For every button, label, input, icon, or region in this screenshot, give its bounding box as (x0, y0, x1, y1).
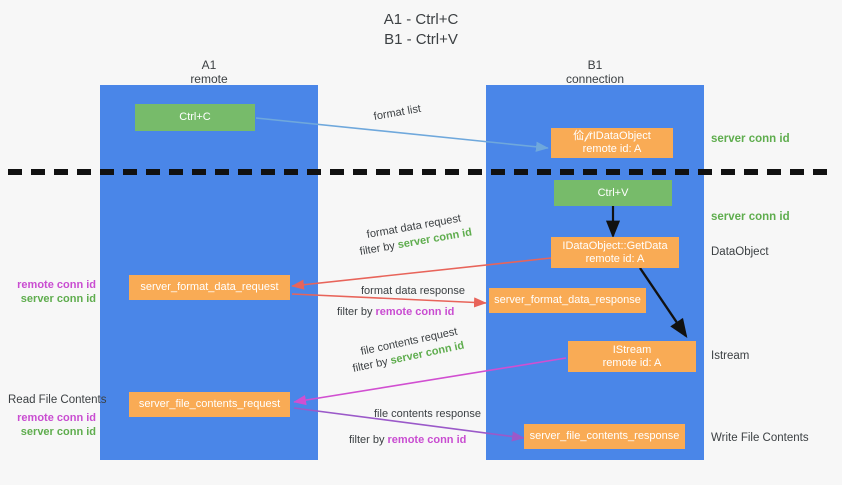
label-server-conn-id-top: server conn id (711, 133, 790, 145)
node-server-format-data-request[interactable]: server_format_data_request (129, 275, 290, 300)
lane-b1-name: B1 (587, 58, 603, 72)
label-dataobject: DataObject (711, 246, 769, 258)
node-ctrl-c-label: Ctrl+C (179, 111, 211, 123)
node-istream-line1: IStream (612, 343, 652, 356)
lane-a1-sub: remote (190, 72, 228, 86)
node-server-file-contents-response-label: server_file_contents_response (529, 430, 680, 442)
label-remote-conn-id-upper: remote conn id (17, 279, 96, 291)
label-remote-conn-id-lower: remote conn id (17, 412, 96, 424)
caption-filter-by-remote-2: filter by remote conn id (349, 433, 466, 448)
caption-filter-by-remote-2-value: remote conn id (387, 434, 467, 446)
caption-file-contents-response: file contents response (374, 408, 482, 420)
node-server-file-contents-response[interactable]: server_file_contents_response (524, 424, 685, 449)
node-getdata-line2: remote id: A (585, 252, 645, 265)
node-istream[interactable]: IStream remote id: A (568, 341, 696, 372)
page-title: A1 - Ctrl+C B1 - Ctrl+V (383, 11, 459, 48)
node-server-format-data-request-label: server_format_data_request (140, 281, 279, 293)
caption-format-list: format list (372, 102, 422, 123)
node-server-format-data-response-label: server_format_data_response (494, 294, 641, 306)
node-getdata-line1: IDataObject::GetData (562, 239, 668, 252)
caption-format-data-response: format data response (361, 285, 465, 297)
lane-header-a1: A1 remote (100, 58, 318, 86)
lane-b1-sub: connection (565, 72, 625, 86)
label-server-conn-id-upper: server conn id (20, 293, 96, 305)
label-server-conn-id-lower: server conn id (20, 426, 96, 438)
node-server-format-data-response[interactable]: server_format_data_response (489, 288, 646, 313)
node-idataobject-getdata[interactable]: IDataObject::GetData remote id: A (551, 237, 679, 268)
caption-filter-by-server-1-prefix: filter by (358, 239, 399, 258)
node-idataobject-line1: 佡𝒻rIDataObject (573, 130, 651, 142)
node-idataobject[interactable]: 佡𝒻rIDataObject remote id: A (551, 128, 673, 158)
caption-filter-by-remote-1-value: remote conn id (375, 306, 455, 318)
label-read-file-contents: Read File Contents (8, 394, 107, 406)
node-idataobject-line2: remote id: A (582, 143, 642, 155)
label-conn-group-upper: remote conn id server conn id (0, 278, 96, 306)
label-conn-group-lower: remote conn id server conn id (0, 411, 96, 439)
node-istream-line2: remote id: A (602, 356, 662, 369)
label-server-conn-id-mid: server conn id (711, 211, 790, 223)
node-ctrl-c[interactable]: Ctrl+C (135, 104, 255, 131)
node-ctrl-v[interactable]: Ctrl+V (554, 180, 672, 206)
caption-filter-by-remote-1: filter by remote conn id (337, 305, 454, 320)
node-server-file-contents-request[interactable]: server_file_contents_request (129, 392, 290, 417)
lane-header-b1: B1 connection (486, 58, 704, 86)
label-write-file-contents: Write File Contents (711, 432, 809, 444)
label-istream: Istream (711, 350, 750, 362)
lane-a1-name: A1 (201, 58, 217, 72)
caption-filter-by-remote-2-prefix: filter by (349, 434, 388, 446)
node-ctrl-v-label: Ctrl+V (597, 186, 629, 199)
caption-filter-by-remote-1-prefix: filter by (337, 306, 376, 318)
caption-filter-by-server-2-prefix: filter by (351, 355, 392, 375)
node-server-file-contents-request-label: server_file_contents_request (138, 398, 281, 410)
